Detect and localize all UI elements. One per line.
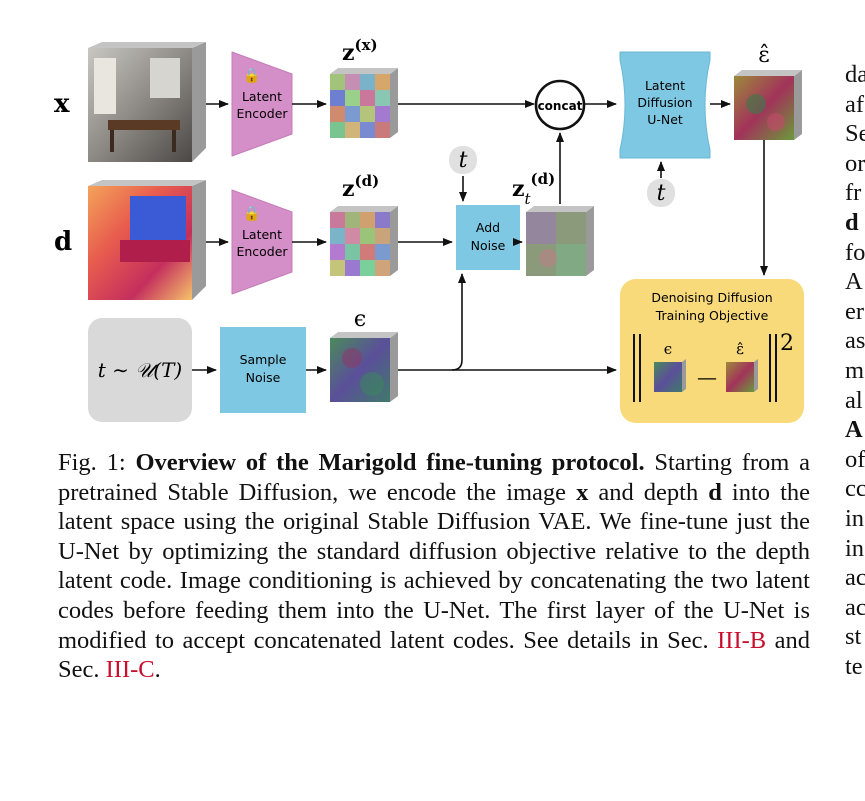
- right-column-line: in: [845, 504, 865, 532]
- right-column-text: da af Se or fr d fo A er as m al A of cc…: [845, 60, 865, 681]
- caption-text-5: .: [154, 656, 161, 684]
- unet-label-2: Diffusion: [637, 95, 692, 110]
- caption-var-d: d: [708, 478, 722, 506]
- figure-caption: Fig. 1: Overview of the Marigold fine-tu…: [58, 448, 810, 685]
- t-pill-add-noise: [449, 146, 477, 174]
- objective-title-1: Denoising Diffusion: [651, 290, 772, 305]
- caption-ref-1[interactable]: III-B: [717, 626, 767, 654]
- right-column-line: ac: [845, 593, 865, 621]
- right-column-line: fr: [845, 179, 862, 207]
- latent-zt-cube: [526, 206, 594, 276]
- objective-minus: —: [697, 365, 717, 389]
- caption-title: Overview of the Marigold fine-tuning pro…: [135, 449, 645, 476]
- t-distribution-box: [88, 318, 192, 422]
- unet-label-3: U-Net: [647, 112, 683, 127]
- input-x-label: x: [54, 89, 70, 119]
- concat-label: concat: [538, 99, 583, 113]
- input-depth-d: [88, 180, 206, 300]
- encoder-1-label-1: Latent: [242, 89, 282, 104]
- right-column-line: da: [845, 61, 865, 88]
- sample-noise-label-1: Sample: [240, 352, 287, 367]
- t-pill-unet: [647, 179, 675, 207]
- right-column-line: st: [845, 623, 862, 651]
- right-column-line: of: [845, 445, 865, 473]
- objective-eps-cube: [654, 362, 682, 392]
- epsilon-label: ϵ: [354, 307, 366, 332]
- right-column-line: A: [845, 416, 863, 444]
- objective-title-2: Training Objective: [655, 308, 769, 323]
- right-column-line: fo: [845, 238, 865, 266]
- right-column-line: A: [845, 268, 863, 296]
- caption-label: Fig. 1:: [58, 449, 126, 476]
- encoder-2-label-2: Encoder: [236, 244, 288, 259]
- eps-hat-label: ε̂: [758, 43, 769, 68]
- right-column-line: al: [845, 386, 863, 414]
- sample-noise-label-2: Noise: [246, 370, 281, 385]
- right-column-line: er: [845, 297, 865, 325]
- right-column-line: te: [845, 652, 863, 680]
- latent-zd-label: z(d): [342, 172, 379, 202]
- right-column-line: d: [845, 208, 859, 236]
- lock-icon: 🔒: [243, 206, 260, 222]
- marigold-diagram: x d 🔒 Latent Encoder 🔒 Latent Encoder z(…: [54, 36, 804, 423]
- caption-var-x: x: [576, 478, 589, 506]
- lock-icon: 🔒: [243, 68, 260, 84]
- input-image-x: [88, 42, 206, 162]
- objective-eps-hat-label: ε̂: [736, 340, 744, 358]
- right-column-line: cc: [845, 475, 865, 503]
- caption-text-3: into the latent space using the original…: [58, 478, 810, 654]
- t-label-add-noise: t: [459, 148, 468, 173]
- caption-text-2: and depth: [598, 478, 699, 506]
- caption-text-4: and Sec.: [58, 626, 810, 684]
- sample-noise-box: [220, 327, 306, 413]
- noise-epsilon-cube: [330, 332, 398, 402]
- right-column-line: ac: [845, 564, 865, 592]
- input-d-label: d: [54, 227, 72, 257]
- unet-label-1: Latent: [645, 78, 685, 93]
- right-column-line: as: [845, 327, 865, 355]
- latent-zx-label: z(x): [342, 36, 378, 66]
- encoder-2-label-1: Latent: [242, 227, 282, 242]
- flow-arrows: [192, 100, 768, 374]
- latent-encoder-2: 🔒 Latent Encoder: [231, 189, 293, 295]
- latent-zx-cube: [330, 68, 398, 138]
- t-label-unet: t: [657, 181, 666, 206]
- caption-ref-2[interactable]: III-C: [105, 656, 155, 684]
- caption-text-1: Starting from a pretrained Stable Diffus…: [58, 449, 810, 506]
- encoder-1-label-2: Encoder: [236, 106, 288, 121]
- right-column-line: m: [845, 356, 865, 384]
- t-distribution-label: t ∼ 𝒰(T): [98, 358, 182, 382]
- right-column-line: Se: [845, 120, 865, 148]
- add-noise-label-2: Noise: [471, 238, 506, 253]
- objective-power: 2: [780, 331, 794, 356]
- unet-block: [619, 51, 711, 159]
- right-column-line: or: [845, 149, 865, 177]
- right-column-line: af: [845, 90, 865, 118]
- training-objective-box: Denoising Diffusion Training Objective 2…: [620, 279, 804, 423]
- eps-hat-cube: [734, 70, 802, 140]
- latent-encoder-1: 🔒 Latent Encoder: [231, 51, 293, 157]
- concat-node: [534, 79, 586, 131]
- add-noise-box: [456, 205, 520, 270]
- latent-zd-cube: [330, 206, 398, 276]
- right-column-line: in: [845, 534, 865, 562]
- objective-eps-label: ϵ: [664, 340, 672, 358]
- add-noise-label-1: Add: [476, 220, 500, 235]
- objective-eps-hat-cube: [726, 362, 754, 392]
- latent-zt-label: zt(d): [512, 170, 555, 208]
